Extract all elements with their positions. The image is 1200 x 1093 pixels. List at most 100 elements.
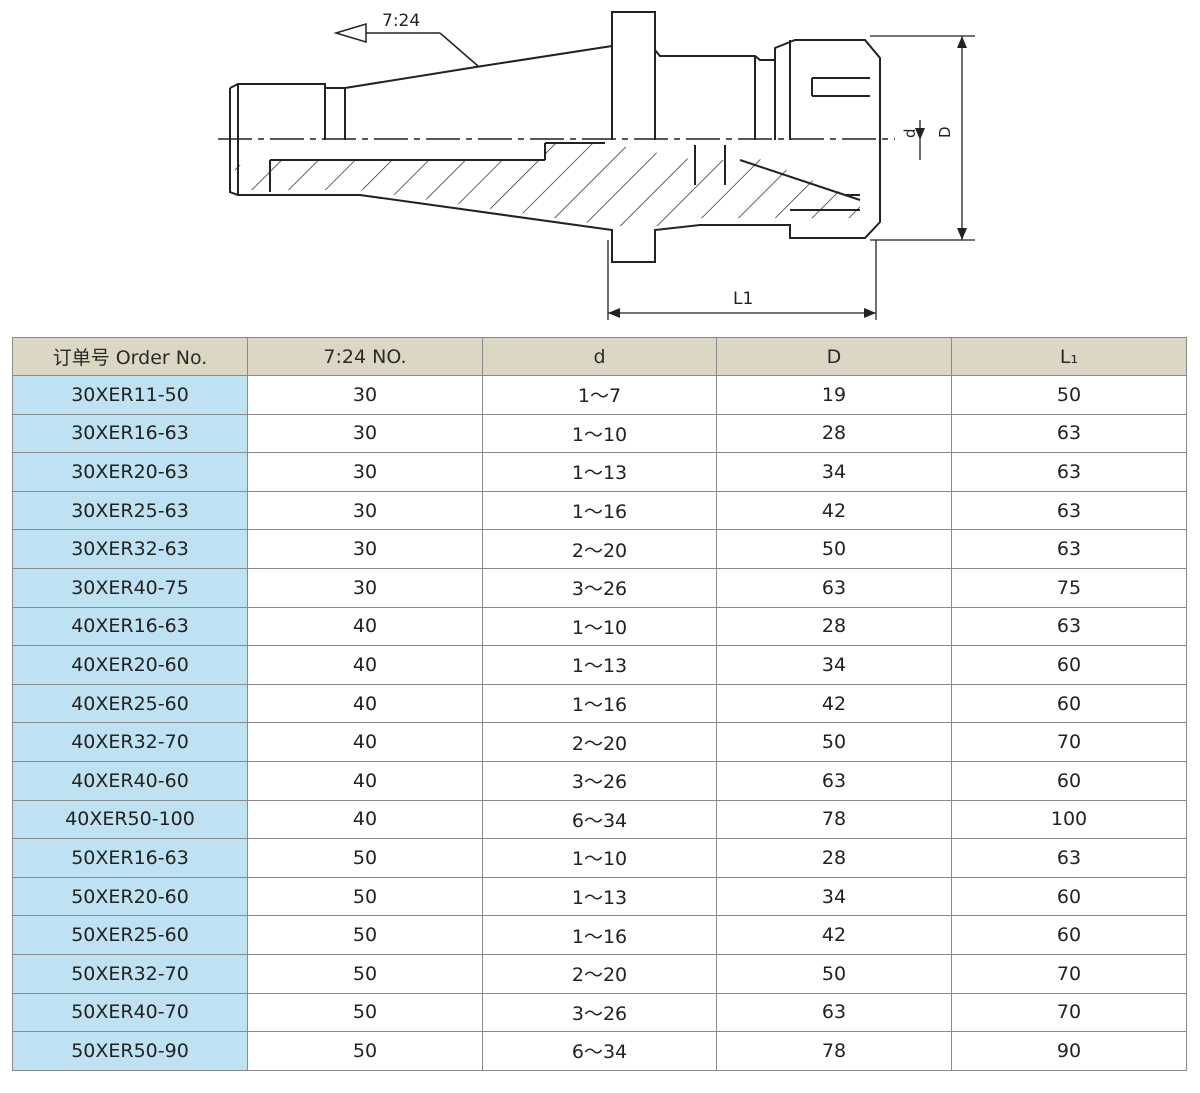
L1-cell: 90 [951, 1031, 1187, 1071]
header-taper-no: 7:24 NO. [247, 337, 483, 376]
d-range-cell: 1～10 [482, 606, 717, 647]
order-no-cell: 50XER20-60 [12, 876, 248, 917]
D-cell: 63 [716, 992, 952, 1033]
D-cell: 34 [716, 876, 952, 917]
L1-cell: 60 [951, 683, 1187, 724]
order-no-cell: 30XER11-50 [12, 375, 248, 415]
tool-holder-drawing: 7:24 d D L1 [218, 11, 975, 320]
L1-cell: 63 [951, 413, 1187, 454]
d-range-cell: 2～20 [482, 953, 717, 994]
d-range-cell: 1～16 [482, 915, 717, 955]
d-range-cell: 2～20 [482, 722, 717, 762]
taper-no-cell: 40 [247, 683, 483, 724]
D-cell: 50 [716, 953, 952, 994]
order-no-cell: 50XER25-60 [12, 915, 248, 955]
L1-cell: 63 [951, 838, 1187, 878]
L1-cell: 50 [951, 375, 1187, 415]
taper-no-cell: 40 [247, 799, 483, 840]
taper-no-cell: 30 [247, 375, 483, 415]
L1-cell: 63 [951, 490, 1187, 531]
L1-cell: 70 [951, 992, 1187, 1033]
order-no-cell: 30XER20-63 [12, 452, 248, 492]
D-cell: 28 [716, 413, 952, 454]
d-range-cell: 1～13 [482, 645, 717, 685]
D-cell: 78 [716, 799, 952, 840]
taper-label: 7:24 [382, 11, 420, 31]
taper-no-cell: 50 [247, 953, 483, 994]
order-no-cell: 40XER25-60 [12, 683, 248, 724]
order-no-cell: 50XER32-70 [12, 953, 248, 994]
order-no-cell: 30XER32-63 [12, 529, 248, 569]
D-cell: 63 [716, 760, 952, 801]
L1-cell: 60 [951, 876, 1187, 917]
L1-cell: 75 [951, 567, 1187, 608]
L1-cell: 63 [951, 452, 1187, 492]
D-cell: 34 [716, 452, 952, 492]
taper-no-cell: 30 [247, 567, 483, 608]
header-order-no: 订单号 Order No. [12, 337, 248, 376]
d-range-cell: 3～26 [482, 567, 717, 608]
d-range-cell: 1～10 [482, 413, 717, 454]
d-range-cell: 1～16 [482, 683, 717, 724]
taper-no-cell: 40 [247, 645, 483, 685]
taper-no-cell: 50 [247, 992, 483, 1033]
order-no-cell: 30XER16-63 [12, 413, 248, 454]
order-no-cell: 40XER32-70 [12, 722, 248, 762]
D-cell: 19 [716, 375, 952, 415]
taper-no-cell: 30 [247, 413, 483, 454]
D-cell: 50 [716, 722, 952, 762]
D-cell: 28 [716, 838, 952, 878]
d-range-cell: 1～16 [482, 490, 717, 531]
order-no-cell: 30XER25-63 [12, 490, 248, 531]
D-cell: 42 [716, 683, 952, 724]
D-cell: 34 [716, 645, 952, 685]
d-range-cell: 6～34 [482, 1031, 717, 1071]
order-no-cell: 40XER40-60 [12, 760, 248, 801]
L1-cell: 100 [951, 799, 1187, 840]
L1-cell: 63 [951, 529, 1187, 569]
d-range-cell: 1～7 [482, 375, 717, 415]
taper-no-cell: 40 [247, 606, 483, 647]
taper-no-cell: 50 [247, 1031, 483, 1071]
D-cell: 50 [716, 529, 952, 569]
L1-cell: 60 [951, 760, 1187, 801]
L1-cell: 70 [951, 953, 1187, 994]
d-range-cell: 6～34 [482, 799, 717, 840]
order-no-cell: 40XER20-60 [12, 645, 248, 685]
d-range-cell: 1～13 [482, 876, 717, 917]
taper-no-cell: 50 [247, 915, 483, 955]
header-L1: L₁ [951, 337, 1187, 376]
dim-d-label: d [901, 128, 919, 138]
d-range-cell: 1～10 [482, 838, 717, 878]
header-d: d [482, 337, 717, 376]
taper-no-cell: 30 [247, 452, 483, 492]
L1-cell: 60 [951, 645, 1187, 685]
taper-no-cell: 40 [247, 722, 483, 762]
order-no-cell: 30XER40-75 [12, 567, 248, 608]
order-no-cell: 40XER16-63 [12, 606, 248, 647]
D-cell: 42 [716, 915, 952, 955]
D-cell: 78 [716, 1031, 952, 1071]
order-no-cell: 50XER50-90 [12, 1031, 248, 1071]
taper-no-cell: 30 [247, 490, 483, 531]
d-range-cell: 2～20 [482, 529, 717, 569]
D-cell: 63 [716, 567, 952, 608]
